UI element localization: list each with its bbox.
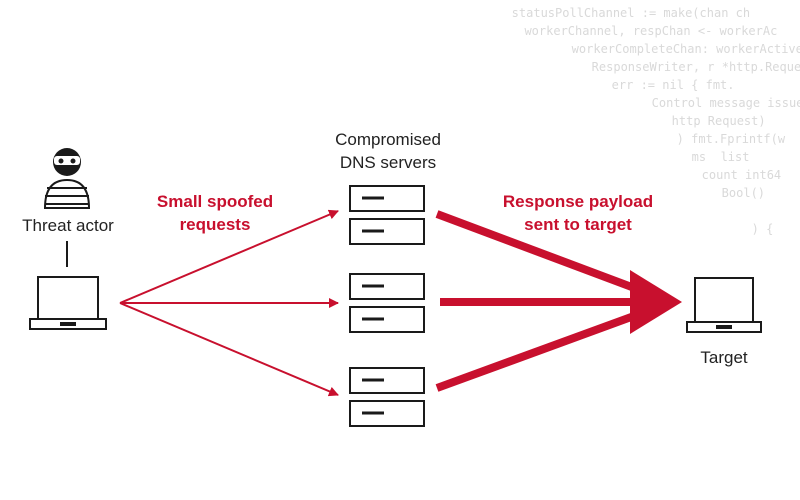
laptop-icon (686, 277, 762, 333)
response-payload-label: Response payload sent to target (480, 190, 676, 236)
target-label: Target (700, 348, 748, 367)
threat-actor-label: Threat actor (22, 216, 114, 235)
request-arrows (119, 209, 339, 397)
compromised-label-line2: DNS servers (339, 153, 437, 172)
hacker-icon (43, 148, 91, 209)
response-arrowhead (630, 270, 682, 334)
spoofed-label-line2: requests (179, 215, 251, 234)
response-label-line1: Response payload (502, 192, 654, 211)
laptop-icon (29, 276, 107, 330)
compromised-servers-label: Compromised DNS servers (300, 128, 476, 174)
response-arrows (435, 210, 682, 392)
response-label-line2: sent to target (524, 215, 632, 234)
spoofed-requests-label: Small spoofed requests (135, 190, 295, 236)
server-icon (349, 367, 425, 427)
server-icon (349, 273, 425, 333)
compromised-label-line1: Compromised (335, 130, 441, 149)
request-arrow (119, 209, 339, 304)
spoofed-label-line1: Small spoofed (156, 192, 274, 211)
response-arrow (435, 308, 647, 392)
response-arrow (435, 210, 647, 296)
server-icon (349, 185, 425, 245)
request-arrow (119, 302, 339, 397)
